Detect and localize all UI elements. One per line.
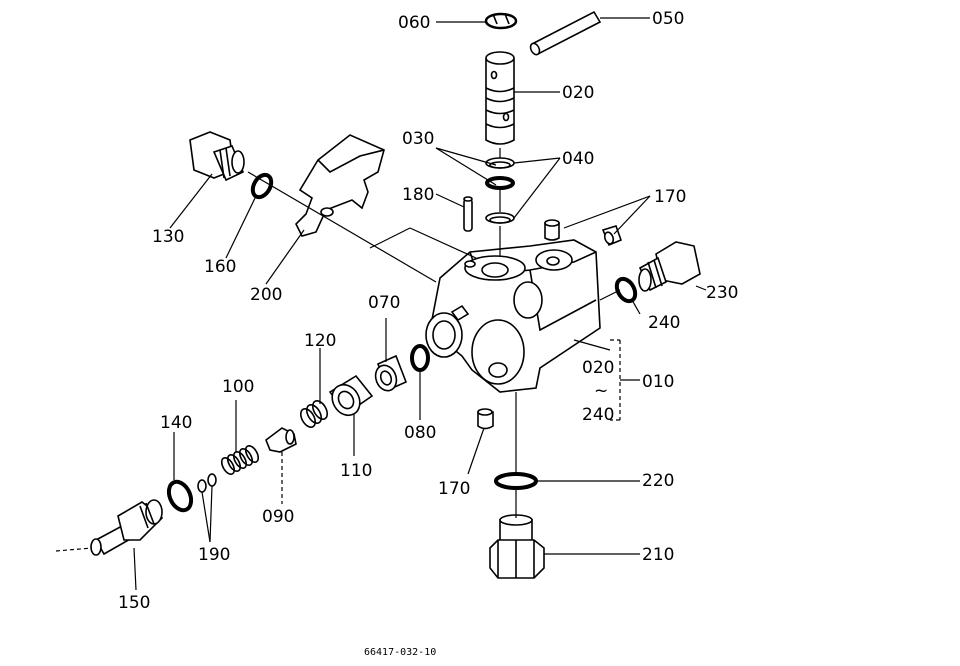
part-200-bracket <box>295 134 385 237</box>
label-220: 220 <box>642 471 674 491</box>
label-240: 240 <box>648 313 680 333</box>
label-090: 090 <box>262 507 294 527</box>
part-180-pin <box>463 196 473 232</box>
part-230-plug <box>638 241 701 292</box>
part-120-spring <box>299 400 329 428</box>
label-range-to: 240 <box>582 405 614 425</box>
label-230: 230 <box>706 283 738 303</box>
leader-lines <box>55 17 707 591</box>
label-210: 210 <box>642 545 674 565</box>
part-020-spool <box>485 51 515 145</box>
label-140: 140 <box>160 413 192 433</box>
part-240-o-ring <box>614 276 638 304</box>
label-070: 070 <box>368 293 400 313</box>
part-130-plug <box>189 131 245 182</box>
part-190-washers <box>197 473 217 493</box>
label-040: 040 <box>562 149 594 169</box>
label-200: 200 <box>250 285 282 305</box>
part-100-spring <box>220 445 260 475</box>
part-050-pin <box>529 10 602 56</box>
label-160: 160 <box>204 257 236 277</box>
label-010: 010 <box>642 372 674 392</box>
label-020: 020 <box>562 83 594 103</box>
part-210-plug <box>489 514 545 579</box>
label-170-bottom: 170 <box>438 479 470 499</box>
part-220-o-ring <box>494 472 538 490</box>
part-150-adjusting-screw <box>90 499 164 556</box>
part-060-snap-ring <box>484 12 518 30</box>
label-050: 050 <box>652 9 684 29</box>
label-060: 060 <box>398 13 430 33</box>
part-030-o-ring <box>485 176 515 190</box>
label-120: 120 <box>304 331 336 351</box>
part-140-o-ring <box>166 479 194 513</box>
label-170-top: 170 <box>654 187 686 207</box>
drawing-number: 66417-032-10 <box>364 647 436 658</box>
label-180: 180 <box>402 185 434 205</box>
part-010-valve-body <box>425 239 601 393</box>
label-110: 110 <box>340 461 372 481</box>
part-090-poppet <box>265 427 297 453</box>
label-100: 100 <box>222 377 254 397</box>
part-080-o-ring <box>410 344 430 372</box>
part-110-sleeve <box>328 374 374 417</box>
label-range-tilde: ~ <box>594 381 608 401</box>
label-080: 080 <box>404 423 436 443</box>
part-070-valve-seat <box>374 354 408 392</box>
label-190: 190 <box>198 545 230 565</box>
label-150: 150 <box>118 593 150 613</box>
label-030: 030 <box>402 129 434 149</box>
label-130: 130 <box>152 227 184 247</box>
label-range-from: 020 <box>582 358 614 378</box>
